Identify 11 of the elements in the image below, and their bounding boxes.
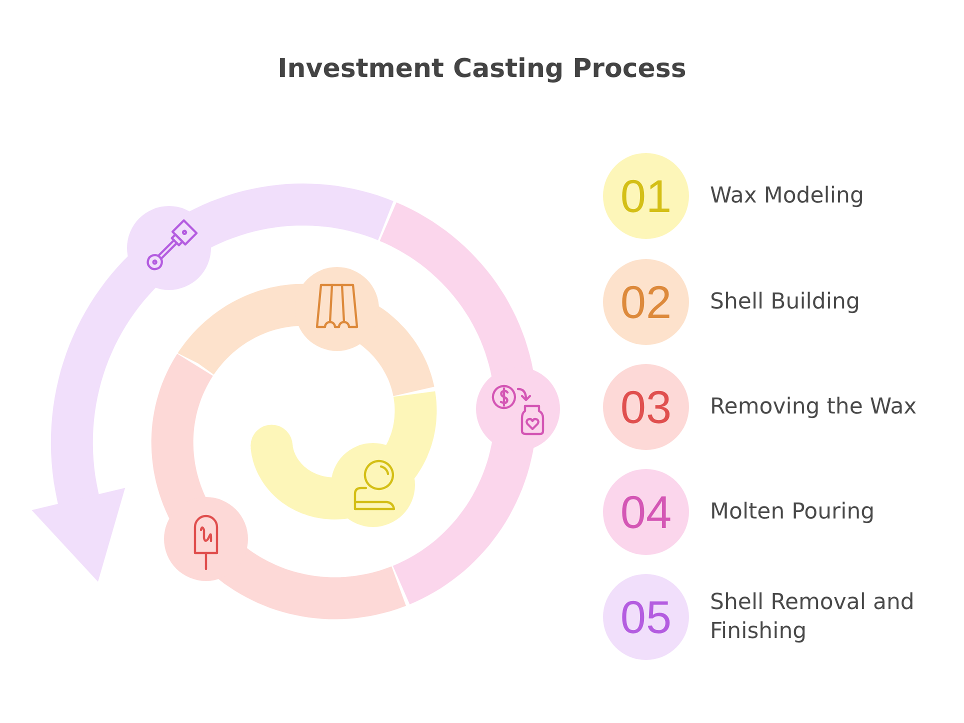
step-label: Shell Removal and Finishing — [710, 589, 916, 646]
step-label: Removing the Wax — [710, 394, 917, 422]
number-circle: 04 — [603, 469, 689, 555]
number-circle: 01 — [603, 153, 689, 239]
step-label: Molten Pouring — [710, 498, 875, 526]
number-circle: 02 — [603, 259, 689, 345]
number-circle: 05 — [603, 574, 689, 660]
step-label: Wax Modeling — [710, 182, 864, 210]
number-circle: 03 — [603, 364, 689, 450]
step-label: Shell Building — [710, 288, 860, 316]
title: Investment Casting Process — [278, 54, 686, 84]
